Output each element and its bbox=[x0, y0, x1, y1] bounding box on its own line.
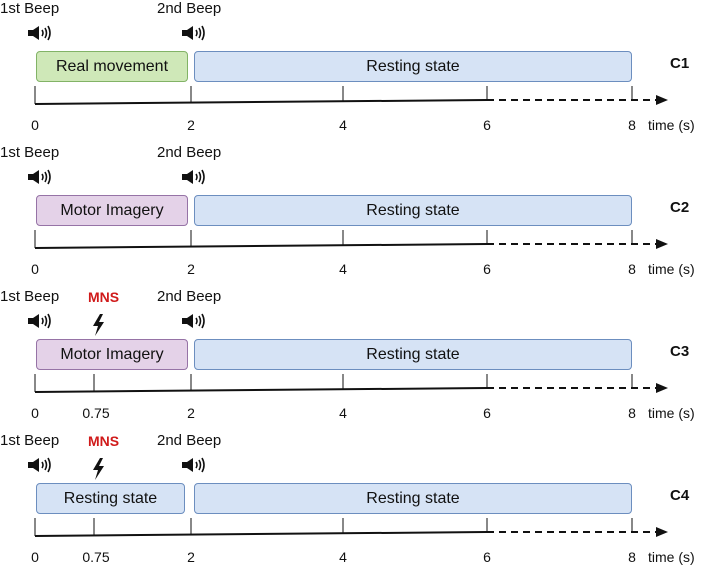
resting-state-phase: Resting state bbox=[194, 483, 632, 514]
panel-c1: 1st Beep 2nd Beep Real movement Resting … bbox=[0, 0, 708, 144]
time-axis bbox=[34, 374, 668, 393]
phase-label: Motor Imagery bbox=[60, 345, 164, 363]
motor-imagery-phase: Motor Imagery bbox=[36, 195, 188, 226]
tick-label: 2 bbox=[187, 549, 195, 565]
time-unit-label: time (s) bbox=[648, 117, 695, 133]
lightning-bolt-icon bbox=[93, 314, 104, 336]
second-beep-label: 2nd Beep bbox=[157, 144, 222, 161]
time-axis bbox=[34, 518, 668, 537]
tick-label: 6 bbox=[483, 117, 491, 133]
first-beep-label: 1st Beep bbox=[0, 0, 60, 17]
tick-label: 0 bbox=[31, 549, 39, 565]
tick-label: 4 bbox=[339, 405, 347, 421]
mns-label: MNS bbox=[88, 289, 120, 305]
phase-label: Resting state bbox=[366, 489, 460, 507]
condition-label: C2 bbox=[670, 199, 690, 216]
tick-label: 4 bbox=[339, 261, 347, 277]
tick-label: 8 bbox=[628, 405, 636, 421]
speaker-icon bbox=[28, 313, 51, 329]
second-beep-label: 2nd Beep bbox=[157, 288, 222, 305]
speaker-icon bbox=[182, 457, 205, 473]
second-beep-label: 2nd Beep bbox=[157, 0, 222, 17]
time-unit-label: time (s) bbox=[648, 261, 695, 277]
tick-label: 0 bbox=[31, 117, 39, 133]
phase-label: Resting state bbox=[366, 57, 460, 75]
tick-label: 0.75 bbox=[82, 549, 110, 565]
panel-c3: 1st Beep MNS 2nd Beep Motor Imagery Rest… bbox=[0, 288, 708, 432]
condition-label: C3 bbox=[670, 343, 690, 360]
time-unit-label: time (s) bbox=[648, 549, 695, 565]
lightning-bolt-icon bbox=[93, 458, 104, 480]
tick-label: 6 bbox=[483, 405, 491, 421]
time-axis bbox=[34, 86, 668, 105]
phase-label: Resting state bbox=[63, 489, 158, 507]
time-unit-label: time (s) bbox=[648, 405, 695, 421]
panel-c2: 1st Beep 2nd Beep Motor Imagery Resting … bbox=[0, 144, 708, 288]
panel-c4: 1st Beep MNS 2nd Beep Resting state Rest… bbox=[0, 432, 708, 576]
resting-state-phase: Resting state bbox=[194, 51, 632, 82]
tick-label: 0 bbox=[31, 405, 39, 421]
tick-label: 6 bbox=[483, 549, 491, 565]
tick-label: 2 bbox=[187, 117, 195, 133]
tick-label: 2 bbox=[187, 405, 195, 421]
first-beep-label: 1st Beep bbox=[0, 144, 60, 161]
resting-state-phase: Resting state bbox=[36, 483, 185, 514]
tick-label: 0 bbox=[31, 261, 39, 277]
speaker-icon bbox=[182, 313, 205, 329]
second-beep-label: 2nd Beep bbox=[157, 432, 222, 449]
condition-label: C1 bbox=[670, 55, 690, 72]
resting-state-phase: Resting state bbox=[194, 195, 632, 226]
phase-label: Motor Imagery bbox=[60, 201, 164, 219]
speaker-icon bbox=[182, 169, 205, 185]
resting-state-phase: Resting state bbox=[194, 339, 632, 370]
tick-label: 8 bbox=[628, 117, 636, 133]
tick-label: 8 bbox=[628, 261, 636, 277]
tick-label: 0.75 bbox=[82, 405, 110, 421]
motor-imagery-phase: Motor Imagery bbox=[36, 339, 188, 370]
phase-label: Resting state bbox=[366, 345, 460, 363]
phase-label: Real movement bbox=[55, 57, 169, 75]
first-beep-label: 1st Beep bbox=[0, 288, 60, 305]
condition-label: C4 bbox=[670, 487, 690, 504]
real-movement-phase: Real movement bbox=[36, 51, 188, 82]
tick-label: 4 bbox=[339, 549, 347, 565]
phase-label: Resting state bbox=[366, 201, 460, 219]
first-beep-label: 1st Beep bbox=[0, 432, 60, 449]
speaker-icon bbox=[28, 457, 51, 473]
speaker-icon bbox=[28, 25, 51, 41]
tick-label: 2 bbox=[187, 261, 195, 277]
tick-label: 6 bbox=[483, 261, 491, 277]
speaker-icon bbox=[182, 25, 205, 41]
tick-label: 4 bbox=[339, 117, 347, 133]
speaker-icon bbox=[28, 169, 51, 185]
tick-label: 8 bbox=[628, 549, 636, 565]
time-axis bbox=[34, 230, 668, 249]
mns-label: MNS bbox=[88, 433, 120, 449]
